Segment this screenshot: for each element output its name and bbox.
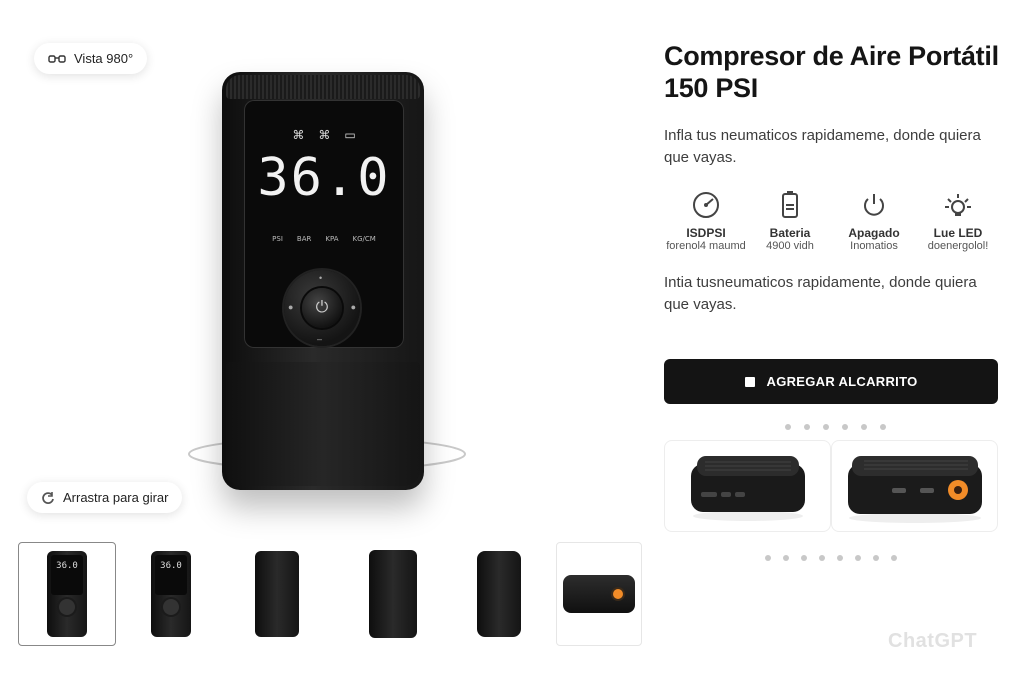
feature-sub: 4900 vidh <box>766 239 814 252</box>
device-display: ⌘ ⌘ ▭ 36.0 PSI BAR KPA KG/CM • ● ● – ⏻ <box>244 100 404 348</box>
feature-item: Apagado Inomatios <box>832 188 916 254</box>
left-mark: ● <box>288 302 294 312</box>
unit-label: KPA <box>325 235 339 243</box>
thumbnail-image <box>477 551 521 637</box>
battery-icon: ▭ <box>344 128 356 142</box>
carousel-dot[interactable] <box>873 555 879 561</box>
control-dial: • ● ● – ⏻ <box>284 270 360 346</box>
minus-mark: – <box>317 334 323 344</box>
compressor-body: ⌘ ⌘ ▭ 36.0 PSI BAR KPA KG/CM • ● ● – ⏻ <box>222 72 424 490</box>
carousel-dot[interactable] <box>842 424 848 430</box>
add-to-cart-button[interactable]: AGREGAR ALCARRITO <box>664 359 998 404</box>
product-viewer[interactable]: Vista 980° ⌘ ⌘ ▭ 36.0 PSI BAR KPA KG/C <box>0 0 650 530</box>
carousel-dot[interactable] <box>891 555 897 561</box>
carousel-dot[interactable] <box>855 555 861 561</box>
product-info: Compresor de Aire Portátil 150 PSI Infla… <box>664 40 1000 317</box>
carousel-dot[interactable] <box>785 424 791 430</box>
carousel-dot[interactable] <box>861 424 867 430</box>
battery-icon <box>748 188 832 222</box>
product-description: Infla tus neumaticos rapidameme, donde q… <box>664 126 981 167</box>
unit-label: PSI <box>272 235 283 243</box>
watermark: ChatGPT <box>888 630 978 652</box>
detail-gallery <box>664 440 999 532</box>
carousel-dot[interactable] <box>804 424 810 430</box>
power-icon: ⏻ <box>302 288 342 328</box>
compressor-side-image <box>690 456 805 521</box>
gauge-icon <box>664 188 748 222</box>
thumbnail-strip: 36.0 36.0 <box>16 542 646 646</box>
feature-label: Bateria <box>769 225 811 240</box>
thumbnail-image: 36.0 <box>151 551 191 637</box>
device-grip <box>226 362 420 486</box>
gallery-card-front-port[interactable] <box>831 440 998 532</box>
carousel-dots-bottom <box>765 555 897 561</box>
carousel-dot[interactable] <box>783 555 789 561</box>
cart-icon <box>744 376 755 387</box>
view-360-label: Vista 980° <box>74 51 134 66</box>
feature-label: ISDPSI <box>686 225 726 240</box>
thumbnail-back-angle[interactable] <box>344 542 442 646</box>
feature-item: Lue LED doenergolol! <box>916 188 1000 254</box>
feature-list: ISDPSI forenol4 maumd Bateria 4900 vidh … <box>664 188 1000 254</box>
feature-sub: doenergolol! <box>927 239 989 252</box>
feature-sub: forenol4 maumd <box>666 239 746 252</box>
carousel-dots-top <box>785 424 886 430</box>
thumbnail-ports[interactable] <box>556 542 642 646</box>
pressure-readout: 36.0 <box>257 148 391 208</box>
rotate-icon <box>41 491 55 505</box>
feature-item: Bateria 4900 vidh <box>748 188 832 254</box>
carousel-dot[interactable] <box>823 424 829 430</box>
add-to-cart-label: AGREGAR ALCARRITO <box>766 374 918 389</box>
glasses-icon <box>48 53 66 65</box>
drag-rotate-hint[interactable]: Arrastra para girar <box>27 482 183 513</box>
moto-icon: ⌘ <box>318 128 331 142</box>
thumbnail-screen: 36.0 <box>51 555 83 595</box>
carousel-dot[interactable] <box>765 555 771 561</box>
device-grille <box>226 75 420 99</box>
thumbnail-image: 36.0 <box>47 551 87 637</box>
thumbnail-back[interactable] <box>228 542 326 646</box>
rotate-label: Arrastra para girar <box>63 490 169 505</box>
carousel-dot[interactable] <box>801 555 807 561</box>
compressor-port-image <box>847 456 982 523</box>
feature-sub: Inomatios <box>850 239 898 252</box>
product-description-secondary: Intia tusneumaticos rapidamente, donde q… <box>664 273 977 314</box>
carousel-dot[interactable] <box>837 555 843 561</box>
unit-label: BAR <box>296 235 312 243</box>
view-360-badge[interactable]: Vista 980° <box>34 43 148 74</box>
compressor-image[interactable]: ⌘ ⌘ ▭ 36.0 PSI BAR KPA KG/CM • ● ● – ⏻ <box>182 68 472 528</box>
bike-icon: ⌘ <box>292 128 305 142</box>
thumbnail-image <box>563 575 635 613</box>
plus-mark: • <box>319 273 323 283</box>
thumbnail-screen: 36.0 <box>155 555 187 595</box>
product-title: Compresor de Aire Portátil 150 PSI <box>664 41 999 104</box>
thumbnail-front-screen[interactable]: 36.0 <box>18 542 116 646</box>
carousel-dot[interactable] <box>819 555 825 561</box>
feature-label: Lue LED <box>933 225 983 240</box>
thumbnail-side[interactable] <box>450 542 548 646</box>
thumbnail-front-angle[interactable]: 36.0 <box>122 542 220 646</box>
unit-label: KG/CM <box>352 235 376 243</box>
feature-label: Apagado <box>848 225 900 240</box>
gallery-card-side-ports[interactable] <box>664 440 831 532</box>
thumbnail-image <box>255 551 299 637</box>
right-mark: ● <box>350 302 356 312</box>
thumbnail-image <box>369 550 417 638</box>
power-icon <box>832 188 916 222</box>
led-icon <box>916 188 1000 222</box>
feature-item: ISDPSI forenol4 maumd <box>664 188 748 254</box>
carousel-dot[interactable] <box>880 424 886 430</box>
